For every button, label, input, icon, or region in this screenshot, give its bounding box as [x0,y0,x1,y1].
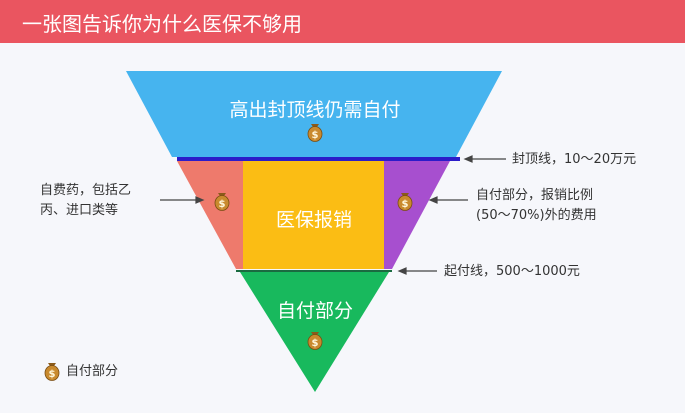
left-section [177,161,243,269]
bottom-section-label: 自付部分 [276,300,353,322]
left-arrow-head [195,196,205,204]
page-title: 一张图告诉你为什么医保不够用 [22,12,302,36]
cap-line-annotation: 封顶线，10～20万元 [512,152,637,167]
cap-arrow-head [463,155,473,163]
right-annotation-line2: (50～70%)外的费用 [476,208,597,223]
legend-label: 自付部分 [66,364,119,379]
center-section [243,161,384,269]
top-section [126,71,502,157]
right-section [384,161,450,269]
start-arrow-head [397,267,407,275]
money-bag-icon [44,362,60,381]
left-annotation-line2: 丙、进口类等 [40,203,119,218]
top-section-label: 高出封顶线仍需自付 [229,99,401,121]
right-annotation-line1: 自付部分，报销比例 [476,188,594,203]
title-banner: 一张图告诉你为什么医保不够用 [0,0,685,43]
left-annotation-line1: 自费药，包括乙 [40,183,132,198]
center-section-label: 医保报销 [275,209,352,231]
right-arrow-head [428,196,438,204]
start-line-annotation: 起付线，500～1000元 [444,264,580,279]
